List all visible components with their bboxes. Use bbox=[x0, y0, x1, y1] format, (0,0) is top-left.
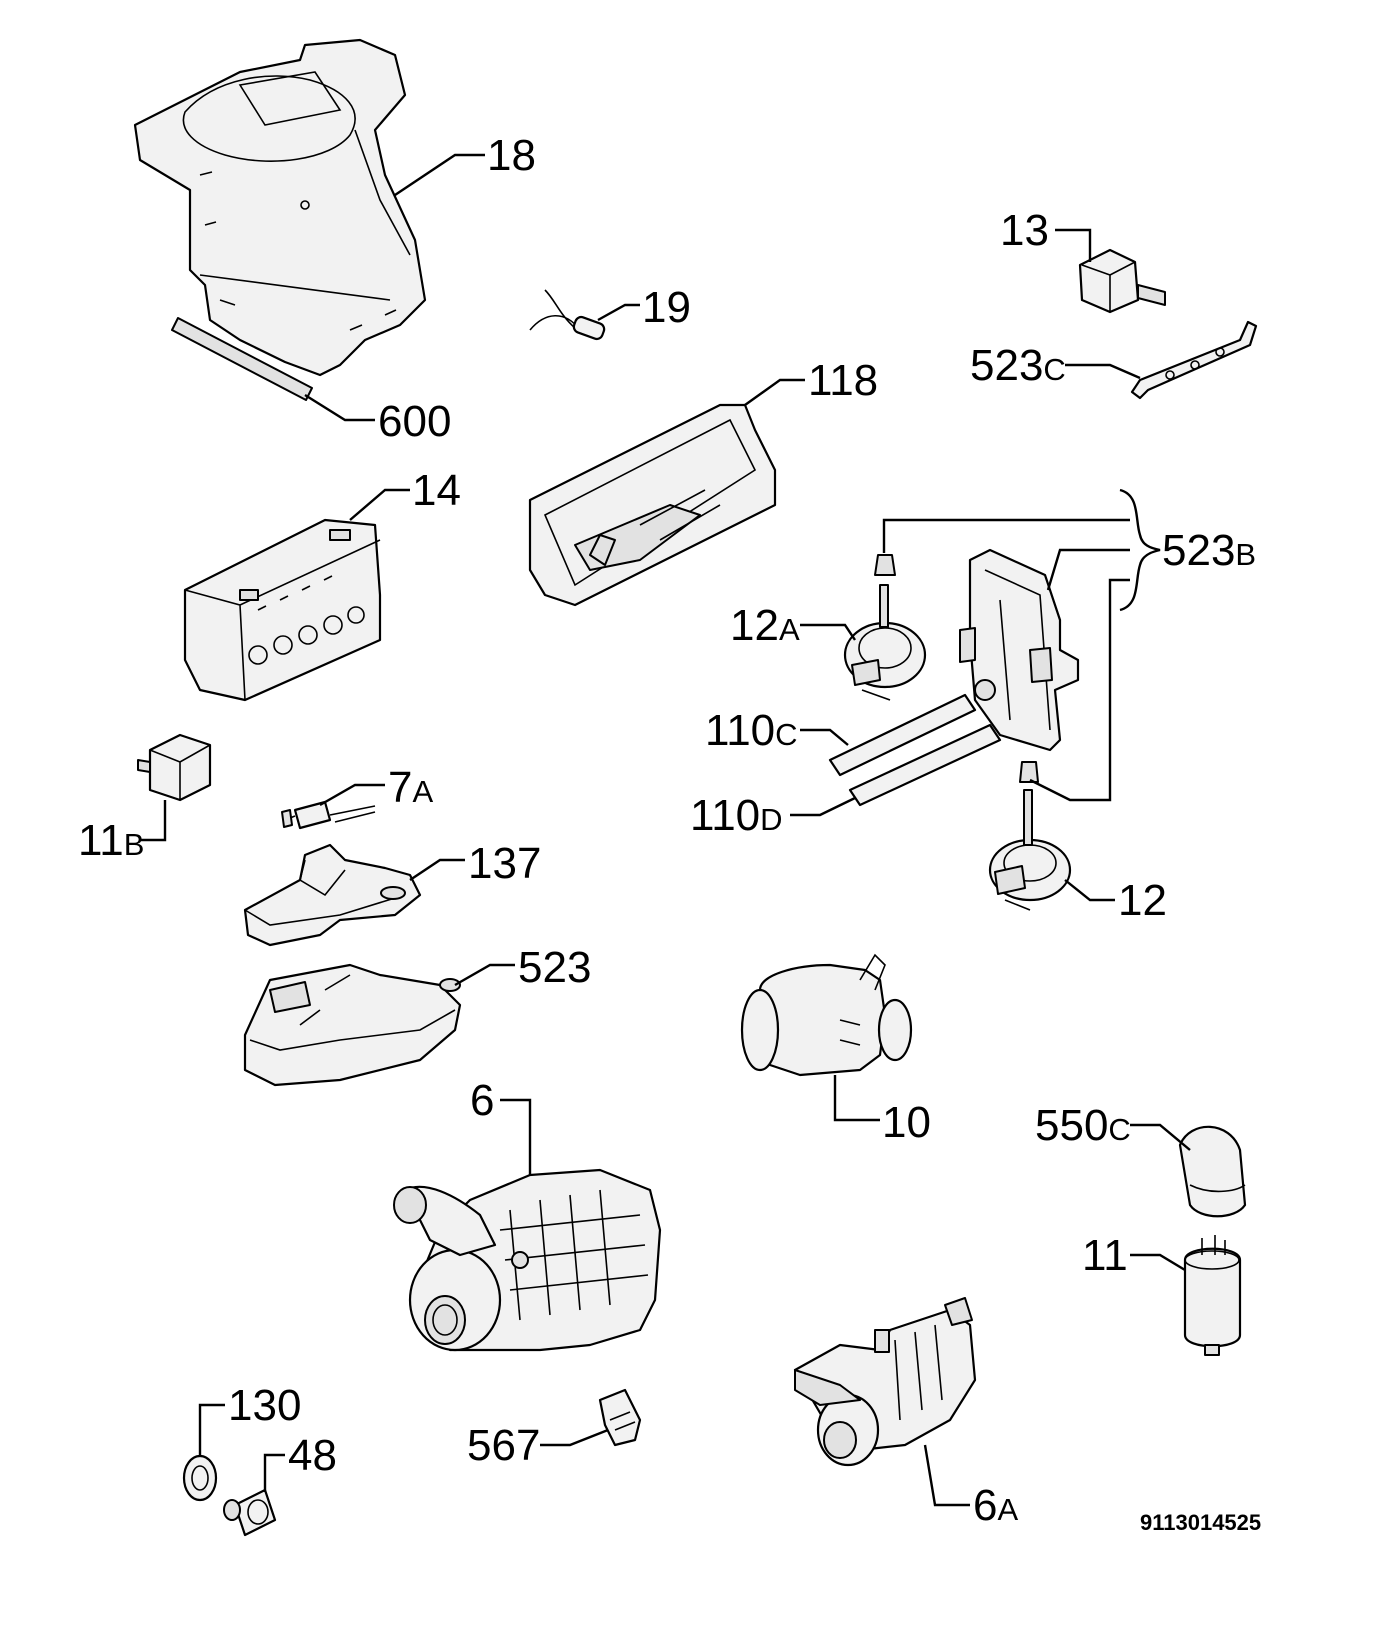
part-18-duct-housing[interactable] bbox=[133, 38, 427, 377]
part-10-heater[interactable] bbox=[740, 953, 913, 1077]
label-130: 130 bbox=[228, 1381, 301, 1430]
leader-130 bbox=[198, 1403, 225, 1455]
label-6: 6 bbox=[470, 1076, 494, 1125]
part-13-switch[interactable] bbox=[1078, 248, 1166, 314]
label-10: 10 bbox=[882, 1098, 931, 1147]
part-11b-relay[interactable] bbox=[137, 733, 212, 802]
part-118-panel[interactable] bbox=[528, 403, 777, 607]
part-523b-bracket[interactable] bbox=[959, 548, 1080, 752]
part-7a-microswitch[interactable] bbox=[281, 800, 376, 830]
label-118: 118 bbox=[808, 356, 878, 405]
label-6a: 6A bbox=[973, 1481, 1018, 1530]
brace-523b bbox=[1119, 488, 1161, 612]
label-14: 14 bbox=[412, 466, 461, 515]
diagram-code: 9113014525 bbox=[1140, 1510, 1261, 1535]
part-567-clip[interactable] bbox=[598, 1388, 642, 1447]
leader-12a bbox=[800, 623, 856, 641]
part-523-tray[interactable] bbox=[243, 963, 462, 1087]
part-130-gasket[interactable] bbox=[182, 1454, 218, 1502]
part-48-plug[interactable] bbox=[223, 1488, 277, 1537]
part-14-control-module[interactable] bbox=[183, 518, 382, 702]
leader-110d bbox=[790, 796, 856, 817]
part-6a-drain-pump[interactable] bbox=[793, 1297, 977, 1467]
label-18: 18 bbox=[487, 131, 536, 180]
leader-523c bbox=[1065, 363, 1141, 380]
label-523b: 523B bbox=[1162, 526, 1256, 575]
part-6-pump-motor[interactable] bbox=[393, 1168, 662, 1352]
part-523b-cap-lower[interactable] bbox=[1019, 761, 1039, 783]
leader-19 bbox=[597, 303, 640, 322]
part-523b-cap-upper[interactable] bbox=[874, 554, 896, 576]
leader-10 bbox=[833, 1075, 880, 1122]
label-523: 523 bbox=[518, 943, 591, 992]
label-12: 12 bbox=[1118, 876, 1167, 925]
label-48: 48 bbox=[288, 1431, 337, 1480]
leader-523b-a bbox=[882, 518, 1130, 553]
label-13: 13 bbox=[1000, 206, 1049, 255]
part-110d-tube[interactable] bbox=[848, 723, 1002, 807]
leader-6a bbox=[923, 1444, 970, 1507]
leader-18 bbox=[394, 153, 485, 196]
leader-523b-c bbox=[1029, 578, 1130, 802]
label-110d: 110D bbox=[690, 791, 783, 840]
label-110c: 110C bbox=[705, 706, 798, 755]
part-110c-tube[interactable] bbox=[828, 693, 977, 777]
label-19: 19 bbox=[642, 283, 691, 332]
part-11-capacitor[interactable] bbox=[1183, 1235, 1242, 1356]
label-7a: 7A bbox=[388, 763, 433, 812]
leader-13 bbox=[1055, 228, 1092, 262]
label-137: 137 bbox=[468, 839, 541, 888]
label-12a: 12A bbox=[730, 601, 800, 650]
leader-11b bbox=[140, 800, 167, 842]
label-11: 11 bbox=[1082, 1231, 1128, 1280]
part-19-sensor[interactable] bbox=[529, 289, 606, 341]
leader-6 bbox=[500, 1098, 532, 1175]
part-12-pressure-switch[interactable] bbox=[988, 789, 1072, 911]
part-12a-pressure-switch[interactable] bbox=[843, 584, 927, 701]
leader-600 bbox=[304, 393, 375, 422]
leader-12 bbox=[1064, 879, 1115, 902]
label-523c: 523C bbox=[970, 341, 1066, 390]
leader-110c bbox=[800, 728, 849, 746]
part-550c-cap[interactable] bbox=[1178, 1125, 1247, 1218]
leader-550c bbox=[1130, 1123, 1191, 1151]
leader-118 bbox=[744, 378, 805, 406]
label-600: 600 bbox=[378, 397, 451, 446]
leader-11 bbox=[1130, 1253, 1186, 1272]
leader-523b-b bbox=[1046, 548, 1130, 591]
leader-7a bbox=[319, 783, 385, 807]
label-567: 567 bbox=[467, 1421, 540, 1470]
leader-48 bbox=[263, 1453, 285, 1492]
label-11b: 11B bbox=[78, 816, 144, 865]
part-600-strip[interactable] bbox=[171, 317, 313, 401]
part-137-cover[interactable] bbox=[243, 843, 422, 947]
leader-523 bbox=[454, 963, 515, 987]
leader-137 bbox=[409, 858, 465, 881]
leader-14 bbox=[349, 488, 410, 521]
label-550c: 550C bbox=[1035, 1101, 1131, 1150]
part-523c-bracket[interactable] bbox=[1130, 320, 1258, 400]
leader-567 bbox=[540, 1428, 609, 1447]
